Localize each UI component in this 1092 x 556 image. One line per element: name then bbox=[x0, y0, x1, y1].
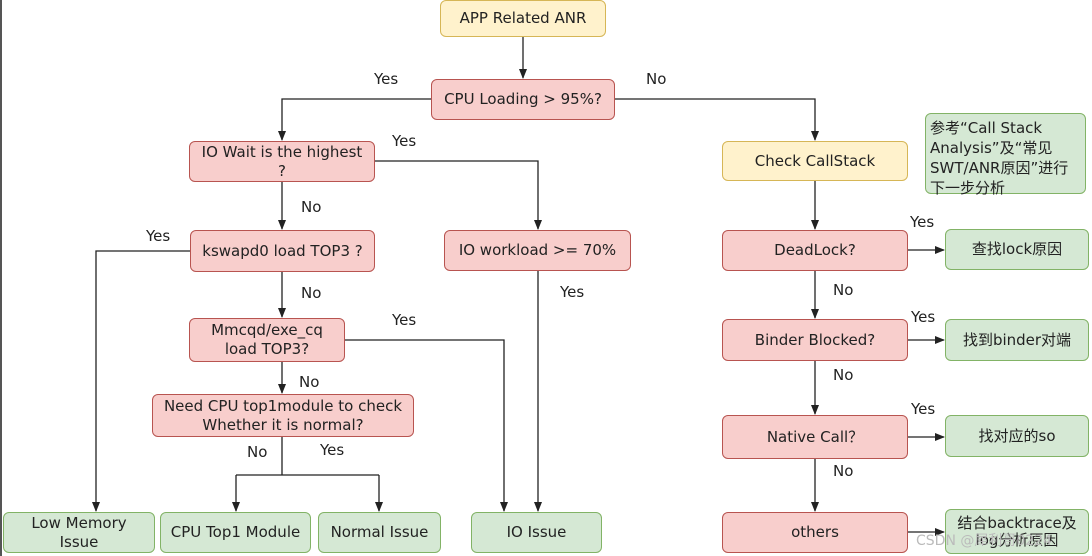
edge-iowait-yes bbox=[375, 160, 542, 230]
node-need-cpu: Need CPU top1module to check Whether it … bbox=[152, 394, 414, 437]
label-yes-ioworkload: Yes bbox=[560, 283, 585, 301]
label-no-native: No bbox=[833, 462, 854, 480]
node-combine: 结合backtrace及log分析原因 bbox=[945, 509, 1089, 554]
label-yes-iowait: Yes bbox=[392, 132, 417, 150]
node-low-memory: Low Memory Issue bbox=[3, 512, 155, 553]
node-find-binder: 找到binder对端 bbox=[945, 319, 1089, 361]
node-kswapd: kswapd0 load TOP3 ? bbox=[190, 230, 375, 272]
node-io-issue: IO Issue bbox=[471, 512, 602, 553]
edge-needcpu-split bbox=[236, 437, 379, 476]
node-find-lock: 查找lock原因 bbox=[945, 229, 1089, 270]
node-deadlock: DeadLock? bbox=[722, 230, 908, 271]
node-io-workload: IO workload >= 70% bbox=[444, 230, 631, 271]
watermark: CSDN @犀利哥0224 bbox=[916, 533, 1052, 549]
left-border bbox=[0, 0, 2, 556]
node-start: APP Related ANR bbox=[440, 0, 606, 37]
edge-cpu-no bbox=[615, 98, 819, 141]
label-no-cpu: No bbox=[646, 70, 667, 88]
edge-cpu-yes bbox=[278, 98, 431, 141]
edge-mmcqd-yes bbox=[345, 339, 508, 512]
label-no-kswapd: No bbox=[301, 284, 322, 302]
node-binder: Binder Blocked? bbox=[722, 319, 908, 361]
label-no-binder: No bbox=[833, 366, 854, 384]
node-normal-issue: Normal Issue bbox=[318, 512, 441, 553]
node-find-so: 找对应的so bbox=[945, 415, 1089, 457]
label-yes-native: Yes bbox=[911, 400, 936, 418]
label-no-needcpu: No bbox=[247, 443, 268, 461]
label-yes-mmcqd: Yes bbox=[392, 311, 417, 329]
label-no-mmcqd: No bbox=[299, 373, 320, 391]
node-io-wait: IO Wait is the highest ? bbox=[189, 141, 375, 182]
label-yes-binder: Yes bbox=[911, 308, 936, 326]
node-native: Native Call？ bbox=[722, 415, 908, 459]
node-check-callstack: Check CallStack bbox=[722, 141, 908, 181]
label-yes-cpu: Yes bbox=[374, 70, 399, 88]
edge-kswapd-yes bbox=[92, 250, 190, 512]
node-cpu-top1: CPU Top1 Module bbox=[160, 512, 311, 553]
label-yes-needcpu: Yes bbox=[320, 441, 345, 459]
label-yes-kswapd: Yes bbox=[146, 227, 171, 245]
label-no-iowait: No bbox=[301, 198, 322, 216]
node-others: others bbox=[722, 512, 908, 553]
node-note: 参考“Call Stack Analysis”及“常见SWT/ANR原因”进行下… bbox=[925, 113, 1086, 197]
node-cpu-loading: CPU Loading > 95%? bbox=[431, 79, 615, 120]
label-no-deadlock: No bbox=[833, 281, 854, 299]
label-yes-deadlock: Yes bbox=[910, 213, 935, 231]
node-mmcqd: Mmcqd/exe_cq load TOP3? bbox=[189, 318, 345, 362]
